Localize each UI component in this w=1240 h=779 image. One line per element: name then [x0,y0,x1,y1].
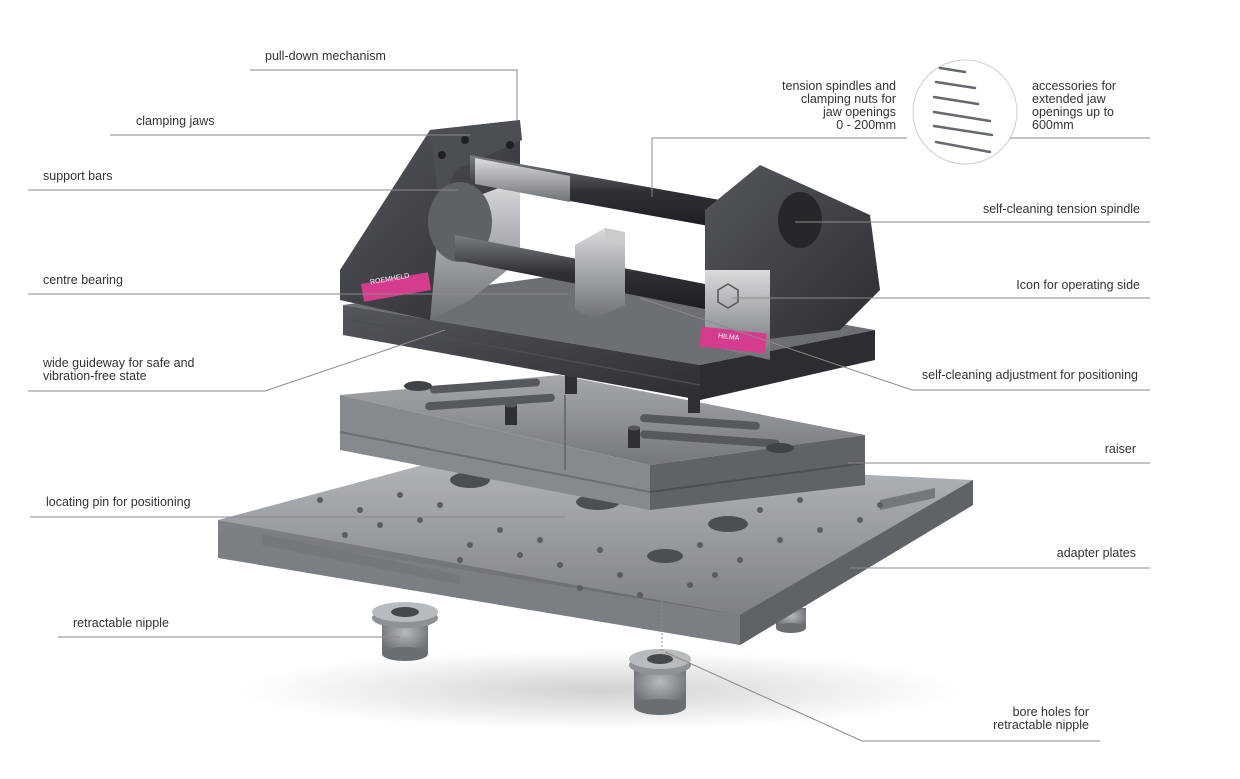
label-operating-side-icon: Icon for operating side [1016,278,1140,292]
label-locating-pin: locating pin for positioning [46,495,191,509]
leader-lines [28,69,1150,742]
retractable-nipple-left [372,602,438,661]
leader-tension-spindles [651,137,907,197]
label-pull-down-mechanism: pull-down mechanism [265,49,386,63]
tension-spindle-upper [470,155,720,228]
leader-pull-down [250,69,518,120]
accessories-circle [912,59,1018,165]
label-bore-holes: bore holes for retractable nipple [993,705,1089,732]
label-adapter-plates: adapter plates [1056,546,1136,560]
label-centre-bearing: centre bearing [43,273,123,287]
label-clamping-jaws: clamping jaws [136,114,215,128]
label-self-cleaning-spindle: self-cleaning tension spindle [982,202,1140,216]
adapter-plate [218,455,973,645]
raiser [339,371,866,510]
label-tension-spindles: tension spindles and clamping nuts for j… [782,79,896,132]
label-raiser: raiser [1104,442,1136,456]
leader-adjustment [639,297,1150,391]
label-self-cleaning-adjustment: self-cleaning adjustment for positioning [921,368,1138,382]
label-guideway: wide guideway for safe and vibration-fre… [43,356,195,383]
retractable-nipple-front [629,649,691,715]
leader-guideway [28,329,446,392]
label-accessories: accessories for extended jaw openings up… [1032,79,1117,132]
right-jaw [699,165,880,360]
centre-bearing-block [575,228,625,318]
label-retractable-nipple: retractable nipple [73,616,169,630]
leader-bore-holes [664,651,1100,742]
label-support-bars: support bars [43,169,113,183]
